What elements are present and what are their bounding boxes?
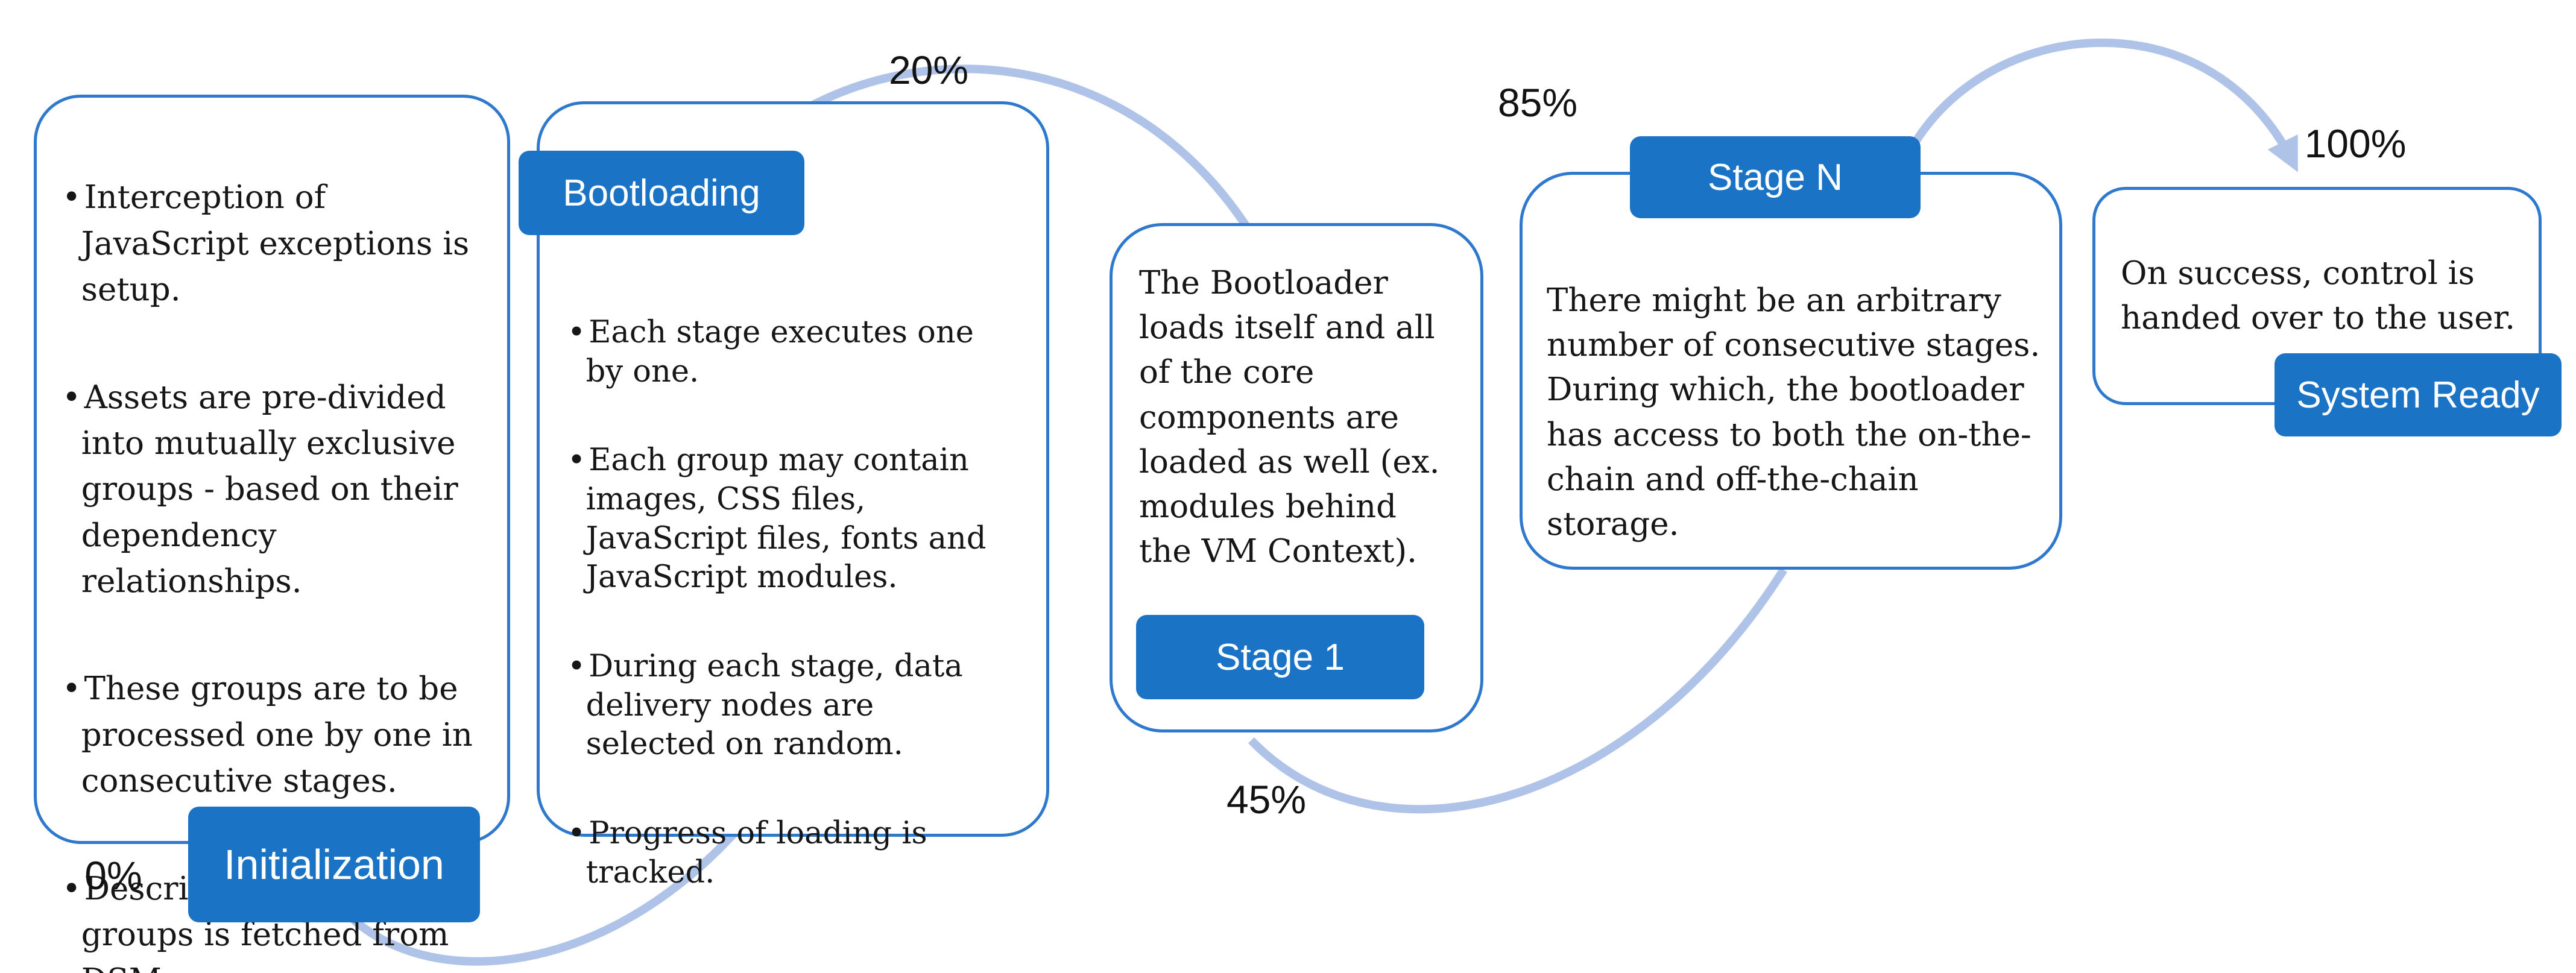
- stage-description: There might be an arbitrary number of co…: [1547, 282, 2041, 543]
- arc-stage-n-to-system-ready-arrow: [1894, 38, 2298, 178]
- stage-badge-bootloading: Bootloading: [519, 151, 804, 235]
- bullet-item: Interception of JavaScript exceptions is…: [62, 175, 485, 313]
- bullet-item: Progress of loading is tracked.: [567, 814, 1029, 893]
- stage-panel-initialization: Interception of JavaScript exceptions is…: [34, 95, 510, 973]
- stage-badge-system-ready: System Ready: [2275, 353, 2562, 436]
- stage-panel-stage-n: There might be an arbitrary number of co…: [1520, 172, 2062, 570]
- progress-label-stage-n: 85%: [1497, 80, 1578, 125]
- stage-badge-stage-n: Stage N: [1630, 136, 1921, 218]
- progress-label-system-ready: 100%: [2304, 121, 2407, 166]
- bullet-item: During each stage, data delivery nodes a…: [567, 647, 1029, 764]
- bullet-item: Assets are pre-divided into mutually exc…: [62, 375, 485, 605]
- stage-badge-initialization: Initialization: [188, 807, 480, 922]
- progress-label-bootloading: 20%: [888, 48, 969, 92]
- stage-badge-stage-1: Stage 1: [1136, 615, 1424, 699]
- bullet-item: Each group may contain images, CSS files…: [567, 441, 1029, 597]
- progress-label-initialization: 0%: [84, 853, 142, 898]
- arc-stage-1-to-stage-n: [1248, 567, 1787, 814]
- progress-label-stage-1: 45%: [1226, 777, 1307, 822]
- stage-description: The Bootloader loads itself and all of t…: [1139, 265, 1440, 570]
- bullet-list-bootloading: Each stage executes one by one. Each gro…: [540, 104, 1046, 931]
- bullet-item: These groups are to be processed one by …: [62, 666, 485, 804]
- stage-description: On success, control is handed over to th…: [2121, 255, 2516, 337]
- bullet-item: Each stage executes one by one.: [567, 313, 1029, 392]
- bullet-list-initialization: Interception of JavaScript exceptions is…: [37, 98, 507, 973]
